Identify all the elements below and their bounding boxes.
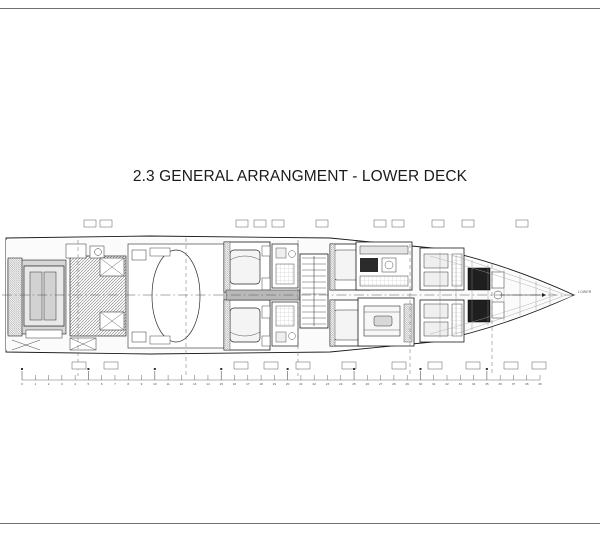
frame-number-label: 30 (419, 382, 423, 386)
frame-number-label: 6 (101, 382, 103, 386)
frame-number-label: 25 (352, 382, 356, 386)
frame-number-label: 5 (88, 382, 90, 386)
bow-centerline-arrow (500, 293, 546, 297)
frame-number-label: 14 (206, 382, 210, 386)
engine-room-machinery (99, 247, 171, 345)
frame-number-label: 26 (366, 382, 370, 386)
crew-mess (357, 297, 415, 347)
bathrooms-aft (271, 243, 299, 347)
frame-number-label: 37 (512, 382, 516, 386)
frame-number-label: 7 (114, 382, 116, 386)
bottom-divider-rule (0, 523, 600, 524)
frame-number-label: 22 (312, 382, 316, 386)
label-boxes-top (83, 219, 529, 228)
frame-number-label: 36 (498, 382, 502, 386)
frame-number-label: 16 (233, 382, 237, 386)
frame-number-label: 29 (405, 382, 409, 386)
frame-number-label: 35 (485, 382, 489, 386)
top-divider-rule (0, 8, 600, 9)
label-boxes-bottom (71, 361, 547, 370)
frame-number-label: 18 (259, 382, 263, 386)
frame-number-label: 9 (141, 382, 143, 386)
frame-number-label: 19 (273, 382, 277, 386)
frame-number-label: 12 (180, 382, 184, 386)
guest-cabins-forward (329, 243, 371, 347)
galley (355, 241, 413, 291)
frame-number-label: 2 (48, 382, 50, 386)
frame-number-label: 20 (286, 382, 290, 386)
frame-number-label: 27 (379, 382, 383, 386)
frame-number-label: 10 (153, 382, 157, 386)
frame-number-label: 23 (326, 382, 330, 386)
frame-number-label: 1 (34, 382, 36, 386)
frame-number-label: 21 (299, 382, 303, 386)
frame-number-label: 31 (432, 382, 436, 386)
frame-number-label: 24 (339, 382, 343, 386)
stairway (299, 253, 329, 329)
frame-number-label: 38 (525, 382, 529, 386)
section-lines (77, 238, 493, 376)
frame-number-label: 15 (220, 382, 224, 386)
frame-number-label: 33 (459, 382, 463, 386)
frame-number-label: 39 (538, 382, 542, 386)
frame-number-label: 11 (166, 382, 169, 386)
frame-number-label: 8 (127, 382, 129, 386)
frame-number-label: 3 (61, 382, 63, 386)
frame-number-label: 0 (21, 382, 23, 386)
frame-number-label: 28 (392, 382, 396, 386)
page-title: 2.3 GENERAL ARRANGMENT - LOWER DECK (132, 168, 468, 185)
deck-label: LOWER (578, 290, 592, 294)
frame-number-label: 34 (472, 382, 476, 386)
forepeak-store (467, 267, 505, 323)
stern-structures (7, 243, 105, 351)
frame-number-label: 4 (74, 382, 76, 386)
crew-cabins (419, 247, 465, 343)
frame-number-label: 17 (246, 382, 250, 386)
frame-number-label: 32 (445, 382, 449, 386)
frame-number-label: 13 (193, 382, 197, 386)
